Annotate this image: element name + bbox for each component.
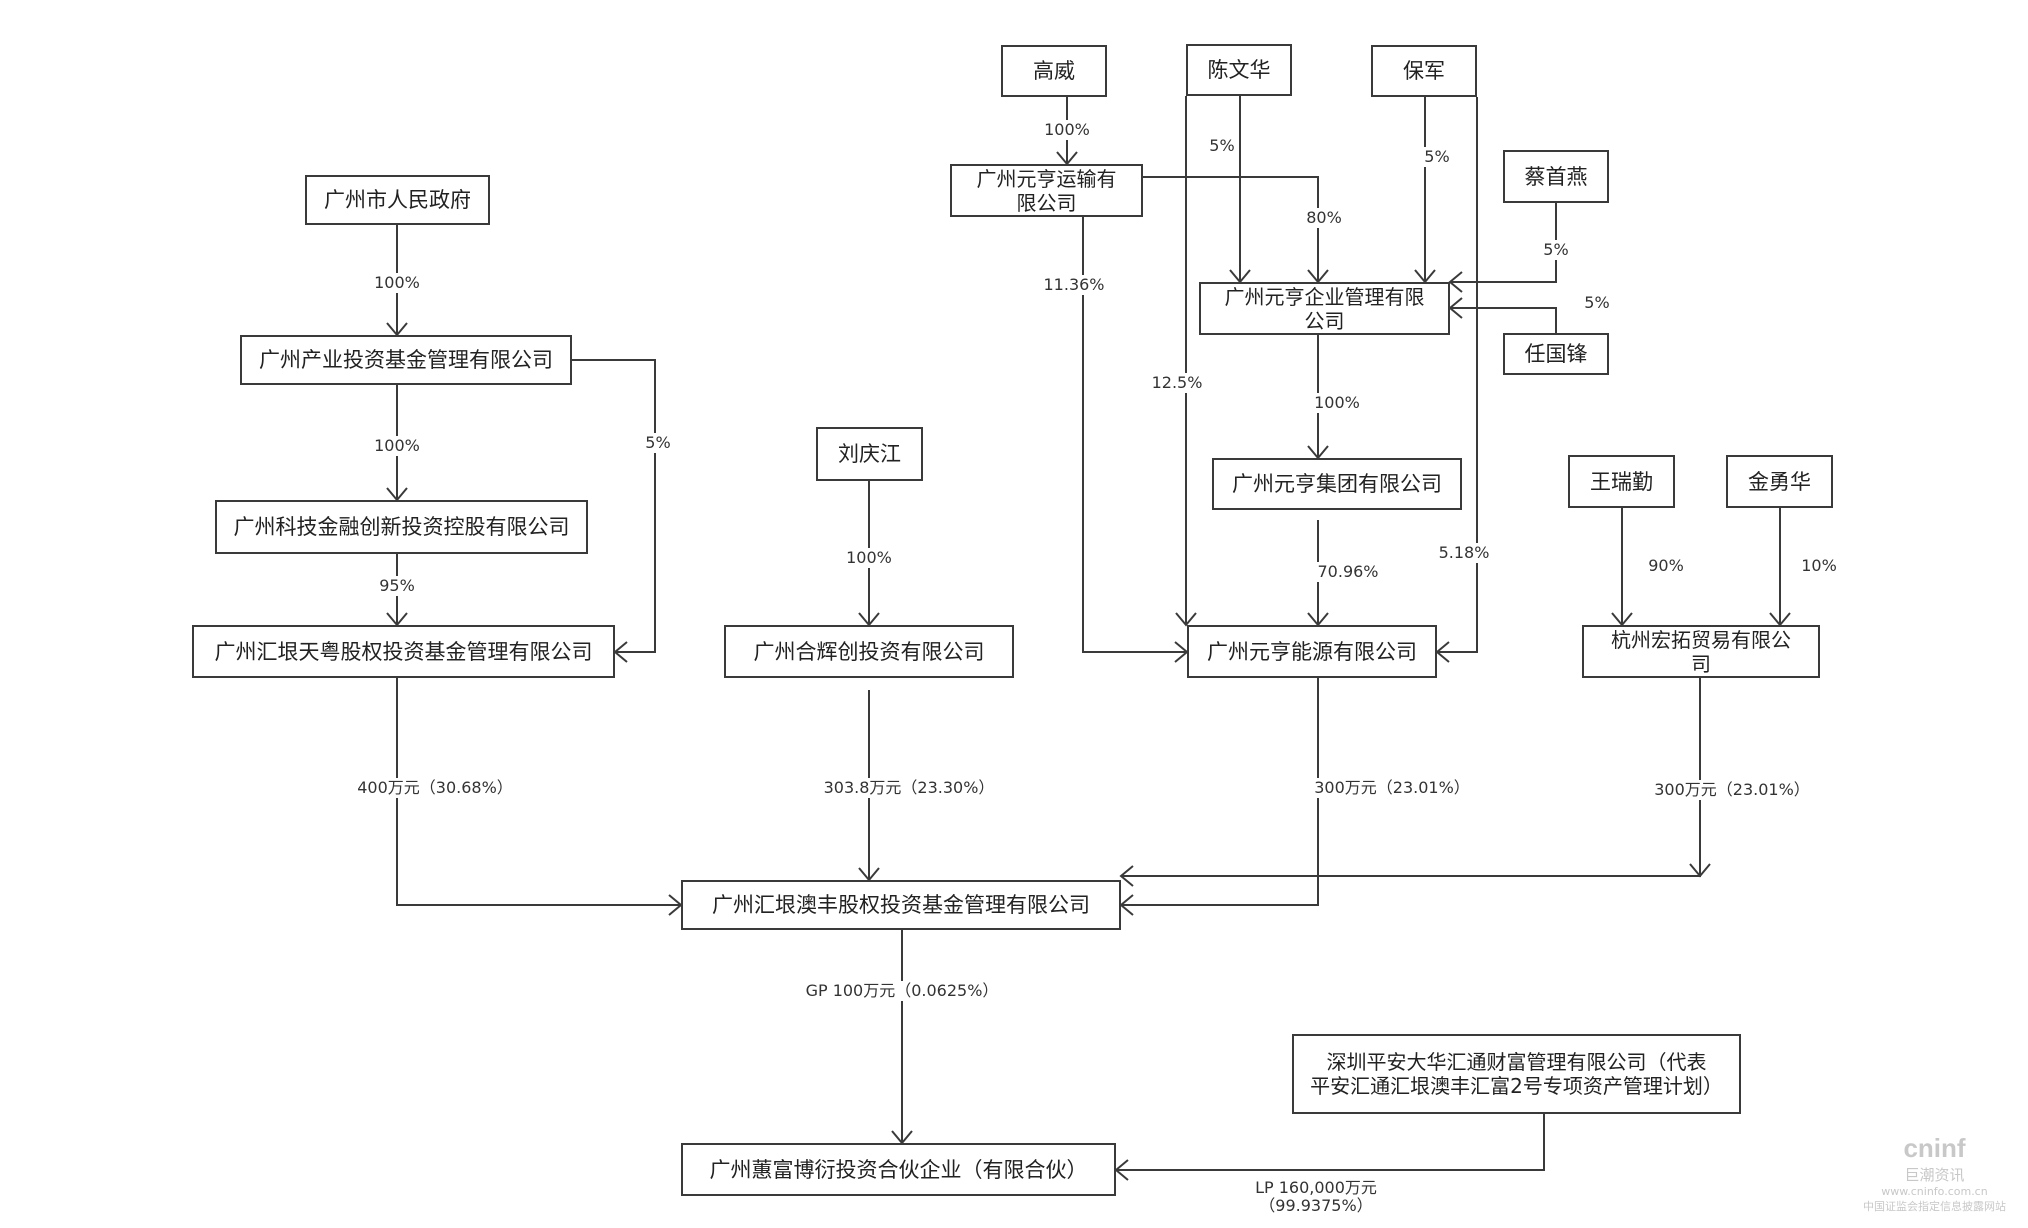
edge-label-line: LP 160,000万元 [1255, 1178, 1377, 1197]
entity-label: 广州产业投资基金管理有限公司 [259, 348, 553, 372]
watermark-logo: cninf [1903, 1133, 1966, 1163]
entity-box-wang-ruiqin: 王瑞勤 [1568, 455, 1675, 508]
entity-label: 金勇华 [1748, 469, 1811, 494]
arrowhead-icon [1114, 1159, 1129, 1181]
edge-label: 400万元（30.68%） [354, 778, 516, 798]
edge-gz-industry-fund-to-gz-hk-tianyue [572, 359, 656, 653]
entity-label: 王瑞勤 [1590, 469, 1653, 494]
entity-label: 广州市人民政府 [324, 188, 471, 212]
edge-sz-pingan-to-gz-huifu-boyan [1116, 1114, 1545, 1171]
entity-box-ren-guofeng: 任国锋 [1503, 333, 1609, 375]
entity-label: 广州元亨集团有限公司 [1232, 472, 1442, 496]
entity-box-jin-yonghua: 金勇华 [1726, 455, 1833, 508]
edge-label: 95% [376, 576, 418, 596]
edge-label: 300万元（23.01%） [1311, 778, 1473, 798]
edge-label: 11.36% [1040, 275, 1108, 295]
arrowhead-icon [1119, 894, 1134, 916]
entity-box-gz-hk-tianyue: 广州汇垠天粤股权投资基金管理有限公司 [192, 625, 615, 678]
entity-box-cai-shouyan: 蔡首燕 [1503, 150, 1609, 203]
entity-box-gz-hehuichuang: 广州合辉创投资有限公司 [724, 625, 1014, 678]
entity-label: 广州蕙富博衍投资合伙企业（有限合伙） [709, 1157, 1088, 1182]
entity-box-sz-pingan: 深圳平安大华汇通财富管理有限公司（代表平安汇通汇垠澳丰汇富2号专项资产管理计划） [1292, 1034, 1741, 1114]
entity-label: 广州合辉创投资有限公司 [753, 639, 985, 664]
entity-box-gz-gov: 广州市人民政府 [305, 175, 490, 225]
edge-label: 100% [1311, 393, 1363, 413]
entity-label: 广州汇垠澳丰股权投资基金管理有限公司 [712, 893, 1090, 917]
edge-yh-transport-to-yh-enterprise-mgmt [1143, 176, 1319, 282]
entity-box-gz-industry-fund: 广州产业投资基金管理有限公司 [240, 335, 572, 385]
entity-box-gz-tech-finance: 广州科技金融创新投资控股有限公司 [215, 500, 588, 554]
edge-label: 10% [1798, 556, 1840, 576]
entity-label: 保军 [1403, 59, 1445, 83]
edge-label: 5% [1206, 136, 1238, 156]
entity-label: 广州汇垠天粤股权投资基金管理有限公司 [214, 639, 593, 664]
entity-label: 蔡首燕 [1524, 164, 1588, 189]
entity-box-liu-qingjiang: 刘庆江 [816, 427, 923, 481]
edge-label: 100% [371, 273, 423, 293]
arrowhead-icon [1448, 297, 1463, 319]
edge-bao-jun-to-yh-energy [1437, 97, 1478, 653]
entity-label: 广州元亨企业管理有限公司 [1224, 284, 1425, 333]
arrowhead-icon [1175, 612, 1197, 627]
edge-label: 5% [642, 433, 674, 453]
entity-box-gz-huifu-boyan: 广州蕙富博衍投资合伙企业（有限合伙） [681, 1143, 1116, 1196]
edge-label: 100% [843, 548, 895, 568]
arrowhead-icon [1448, 271, 1463, 293]
arrowhead-icon [613, 641, 628, 663]
edge-label: 90% [1645, 556, 1687, 576]
edge-gz-hk-tianyue-to-gz-hk-aofeng [396, 678, 681, 906]
cninfo-watermark: cninf 巨潮资讯 www.cninfo.com.cn 中国证监会指定信息披露… [1863, 1133, 2006, 1214]
arrowhead-icon [1689, 863, 1711, 878]
watermark-url: www.cninfo.com.cn [1881, 1185, 1988, 1198]
entity-label: 广州元亨运输有限公司 [976, 166, 1117, 215]
edge-label-line: （99.9375%） [1259, 1196, 1373, 1215]
edge-label: 5% [1581, 293, 1613, 313]
entity-box-yh-transport: 广州元亨运输有限公司 [950, 164, 1143, 217]
edge-label: LP 160,000万元（99.9375%） [1252, 1178, 1380, 1216]
edge-label: 70.96% [1314, 562, 1382, 582]
entity-box-yh-enterprise-mgmt: 广州元亨企业管理有限公司 [1199, 282, 1450, 335]
edge-label: 12.5% [1148, 373, 1206, 393]
edge-yh-transport-to-yh-energy [1082, 217, 1187, 653]
entity-box-gz-hk-aofeng: 广州汇垠澳丰股权投资基金管理有限公司 [681, 880, 1121, 930]
entity-label: 广州元亨能源有限公司 [1207, 639, 1417, 664]
entity-box-yh-energy: 广州元亨能源有限公司 [1187, 625, 1437, 678]
arrowhead-icon [1119, 865, 1134, 887]
entity-label: 广州科技金融创新投资控股有限公司 [233, 515, 570, 539]
edge-label: 5% [1421, 147, 1453, 167]
edge-label: GP 100万元（0.0625%） [802, 981, 1002, 1001]
watermark-subtitle: 中国证监会指定信息披露网站 [1863, 1200, 2006, 1213]
entity-label: 杭州宏拓贸易有限公司 [1611, 627, 1791, 676]
entity-label: 任国锋 [1524, 342, 1588, 366]
entity-box-bao-jun: 保军 [1371, 45, 1477, 97]
edge-label: 5.18% [1435, 543, 1493, 563]
edge-label: 100% [1041, 120, 1093, 140]
entity-label: 刘庆江 [838, 442, 901, 466]
edge-label: 5% [1540, 240, 1572, 260]
entity-label: 深圳平安大华汇通财富管理有限公司（代表平安汇通汇垠澳丰汇富2号专项资产管理计划） [1310, 1050, 1723, 1098]
entity-label: 高威 [1033, 59, 1075, 83]
edge-yh-energy-to-gz-hk-aofeng [1121, 678, 1319, 906]
arrowhead-icon [1435, 641, 1450, 663]
edge-cai-shouyan-to-yh-enterprise-mgmt [1450, 203, 1557, 283]
edge-label: 303.8万元（23.30%） [820, 778, 998, 798]
edge-hz-hongtuo-to-gz-hk-aofeng [1121, 678, 1701, 877]
entity-box-gao-wei: 高威 [1001, 45, 1107, 97]
edge-label: 80% [1303, 208, 1345, 228]
edge-label: 300万元（23.01%） [1651, 780, 1813, 800]
entity-label: 陈文华 [1207, 58, 1271, 82]
entity-box-hz-hongtuo: 杭州宏拓贸易有限公司 [1582, 625, 1820, 678]
watermark-name: 巨潮资讯 [1904, 1166, 1965, 1184]
entity-box-chen-wenhua: 陈文华 [1186, 44, 1292, 96]
edge-ren-guofeng-to-yh-enterprise-mgmt [1450, 307, 1557, 333]
edge-label: 100% [371, 436, 423, 456]
entity-box-yh-group: 广州元亨集团有限公司 [1212, 458, 1462, 510]
